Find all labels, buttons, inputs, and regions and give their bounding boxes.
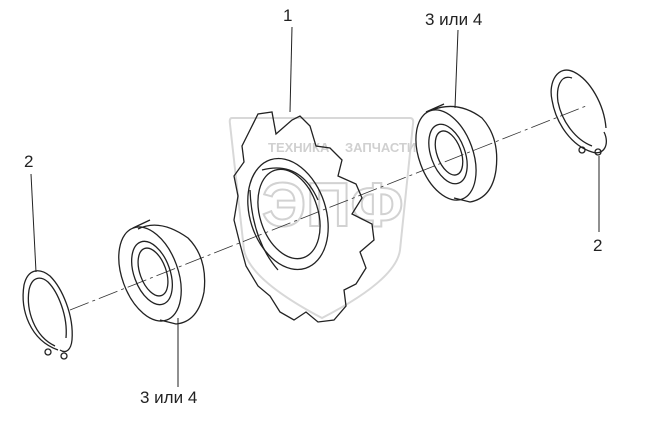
- watermark-center-mark: ЭПФ: [262, 171, 404, 240]
- callout-ring-left: 2: [24, 152, 34, 171]
- leader-sprocket: [289, 26, 293, 113]
- leader-ring-left: [30, 173, 37, 273]
- callout-bearing-bottom: 3 или 4: [140, 388, 198, 407]
- callout-bearing-top: 3 или 4: [425, 10, 483, 29]
- watermark-right-word: ЗАПЧАСТИ: [345, 140, 416, 155]
- callout-sprocket: 1: [283, 6, 293, 25]
- leader-lines: [30, 26, 600, 387]
- watermark: ТЕХНИКА ЗАПЧАСТИ ЭПФ: [228, 117, 416, 320]
- bearing-top: [415, 103, 498, 203]
- retaining-ring-right: [550, 69, 607, 156]
- bearing-bottom: [118, 219, 206, 325]
- sprocket: [233, 111, 375, 323]
- leader-bearing-top: [454, 29, 459, 109]
- retaining-ring-left: [22, 270, 73, 360]
- callout-ring-right: 2: [593, 236, 603, 255]
- watermark-left-word: ТЕХНИКА: [268, 140, 330, 155]
